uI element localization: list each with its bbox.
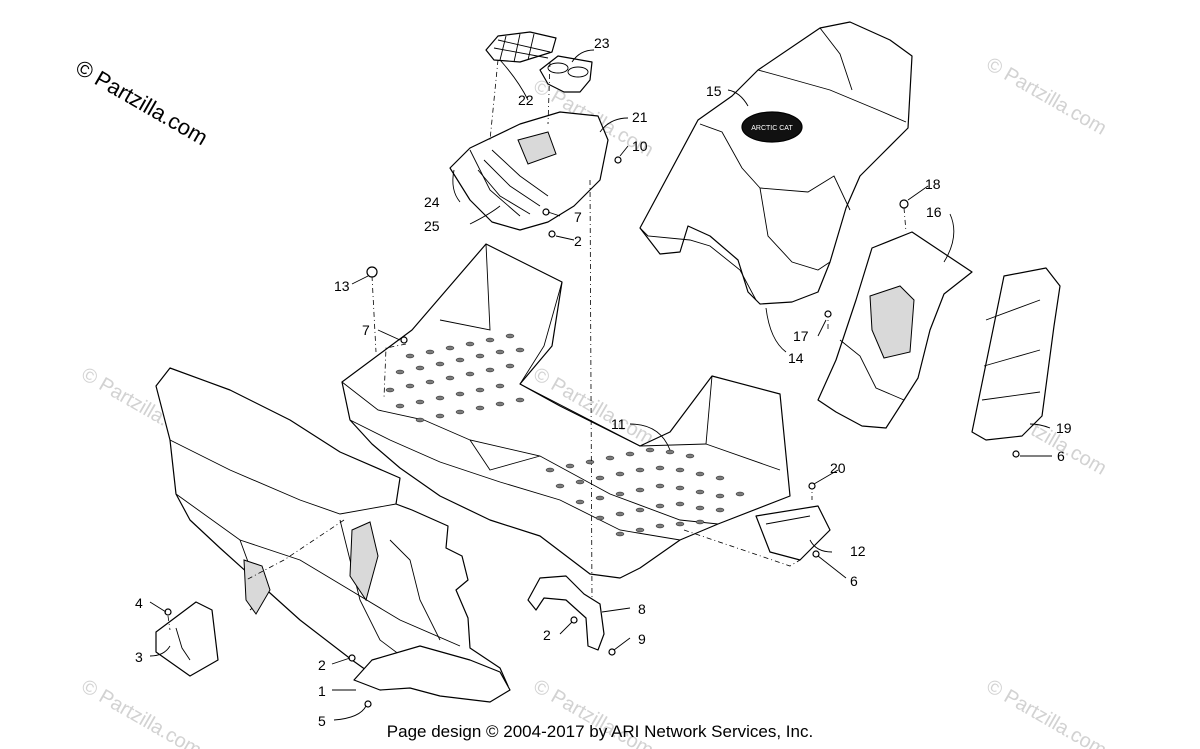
callout-5: 5	[318, 713, 326, 729]
fastener-4	[164, 608, 172, 616]
cup-holder	[539, 55, 593, 93]
callout-17: 17	[793, 328, 809, 344]
fastener-2a	[548, 230, 556, 238]
watermark: © Partzilla.com	[983, 675, 1111, 749]
front-panel	[155, 367, 509, 701]
footer-credit: Page design © 2004-2017 by ARI Network S…	[387, 722, 813, 741]
callout-23: 23	[594, 35, 610, 51]
watermark: © Partzilla.com	[983, 53, 1111, 139]
callout-14: 14	[788, 350, 804, 366]
hood-logo-text: ARCTIC CAT	[751, 125, 793, 132]
fastener-17	[824, 310, 832, 318]
watermark: © Partzilla.com	[78, 675, 206, 749]
fastener-7a	[400, 336, 408, 344]
center-console	[449, 111, 609, 231]
callout-19: 19	[1056, 420, 1072, 436]
fasteners	[164, 156, 1020, 708]
callout-16: 16	[926, 204, 942, 220]
center-bracket	[527, 575, 605, 651]
fastener-13	[366, 266, 378, 278]
callout-3: 3	[135, 649, 143, 665]
fastener-18	[899, 199, 909, 209]
callout-9: 9	[638, 631, 646, 647]
callout-2c: 2	[318, 657, 326, 673]
side-grille	[971, 267, 1061, 441]
callout-6a: 6	[850, 573, 858, 589]
callout-15: 15	[706, 83, 722, 99]
callout-2b: 2	[543, 627, 551, 643]
callout-1: 1	[318, 683, 326, 699]
callout-7b: 7	[574, 209, 582, 225]
callout-21: 21	[632, 109, 648, 125]
floor-holes	[385, 333, 745, 537]
hood-logo-badge	[741, 111, 803, 143]
callout-24: 24	[424, 194, 440, 210]
callout-12: 12	[850, 543, 866, 559]
callout-18: 18	[925, 176, 941, 192]
brand-text: Partzilla.com	[91, 66, 213, 151]
callout-8: 8	[638, 601, 646, 617]
callout-11: 11	[611, 416, 626, 432]
floor-pan	[341, 243, 791, 579]
mesh-insert	[485, 31, 557, 63]
fastener-6b	[1012, 450, 1020, 458]
fastener-9	[608, 648, 616, 656]
fastener-6a	[812, 550, 820, 558]
side-panel	[817, 231, 973, 429]
front-lower-bracket	[353, 645, 511, 703]
callout-10: 10	[632, 138, 648, 154]
callout-4: 4	[135, 595, 143, 611]
callouts: 22 23 21 10 15 18 16 17 14 13 7 11 20 12…	[135, 35, 1072, 729]
rear-hood: ARCTIC CAT	[639, 21, 913, 305]
callout-7a: 7	[362, 322, 370, 338]
callout-25: 25	[424, 218, 440, 234]
front-plate	[155, 601, 219, 677]
callout-6b: 6	[1057, 448, 1065, 464]
fastener-5	[364, 700, 372, 708]
kick-panel-right	[755, 505, 831, 561]
leader-lines	[149, 49, 1052, 721]
fastener-10	[614, 156, 622, 164]
assembly-lines	[167, 59, 907, 631]
brand-logo[interactable]: © Partzilla.com	[72, 55, 213, 151]
callout-2a: 2	[574, 233, 582, 249]
fastener-20	[808, 482, 816, 490]
callout-13: 13	[334, 278, 350, 294]
fastener-2b	[570, 616, 578, 624]
callout-22: 22	[518, 92, 534, 108]
callout-20: 20	[830, 460, 846, 476]
